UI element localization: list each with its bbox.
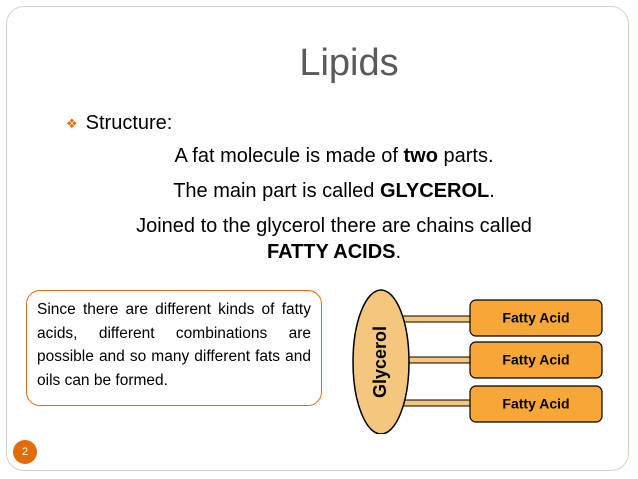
fatty-acid-3: Fatty Acid (469, 385, 603, 423)
fatty-acid-label-3: Fatty Acid (502, 396, 569, 412)
connector-3 (401, 399, 471, 407)
bullet-icon: ❖ (66, 115, 78, 131)
slide-number-badge: 2 (13, 440, 37, 464)
fatty-acid-label-1: Fatty Acid (502, 310, 569, 326)
text-line-1: A fat molecule is made of two parts. (0, 145, 638, 168)
slide-title: Lipids (299, 42, 399, 84)
text-line-3: Joined to the glycerol there are chains … (136, 215, 532, 237)
bullet-structure: ❖ Structure: (66, 112, 172, 135)
glycerol-label: Glycerol (370, 326, 390, 398)
bullet-label: Structure: (85, 112, 173, 134)
connector-2 (401, 356, 471, 364)
line4-post: . (395, 241, 402, 263)
line1-post: parts. (437, 145, 494, 167)
line2-pre: The main part is called (173, 180, 380, 202)
line1-pre: A fat molecule is made of (174, 145, 404, 167)
fatty-acid-label-2: Fatty Acid (502, 352, 569, 368)
line2-post: . (489, 180, 495, 202)
line4-bold: FATTY ACIDS (266, 241, 396, 263)
fatty-acid-box-3 (469, 385, 603, 423)
connector-1 (401, 315, 471, 323)
line1-bold: two (403, 145, 438, 167)
fatty-acid-1: Fatty Acid (469, 299, 603, 337)
fatty-acid-2: Fatty Acid (469, 341, 603, 379)
glycerol-fatty-acid-diagram: Glycerol Fatty Acid Fatty Acid Fatty Aci… (352, 289, 603, 434)
fatty-acid-box-2 (469, 341, 603, 379)
text-line-2: The main part is called GLYCEROL. (0, 180, 638, 203)
callout-box: Since there are different kinds of fatty… (26, 290, 322, 406)
text-line-4: FATTY ACIDS. (0, 241, 638, 264)
line2-bold: GLYCEROL (379, 180, 490, 202)
fatty-acid-box-1 (469, 299, 603, 337)
connector-lines (401, 315, 471, 407)
glycerol-shape (352, 289, 410, 434)
